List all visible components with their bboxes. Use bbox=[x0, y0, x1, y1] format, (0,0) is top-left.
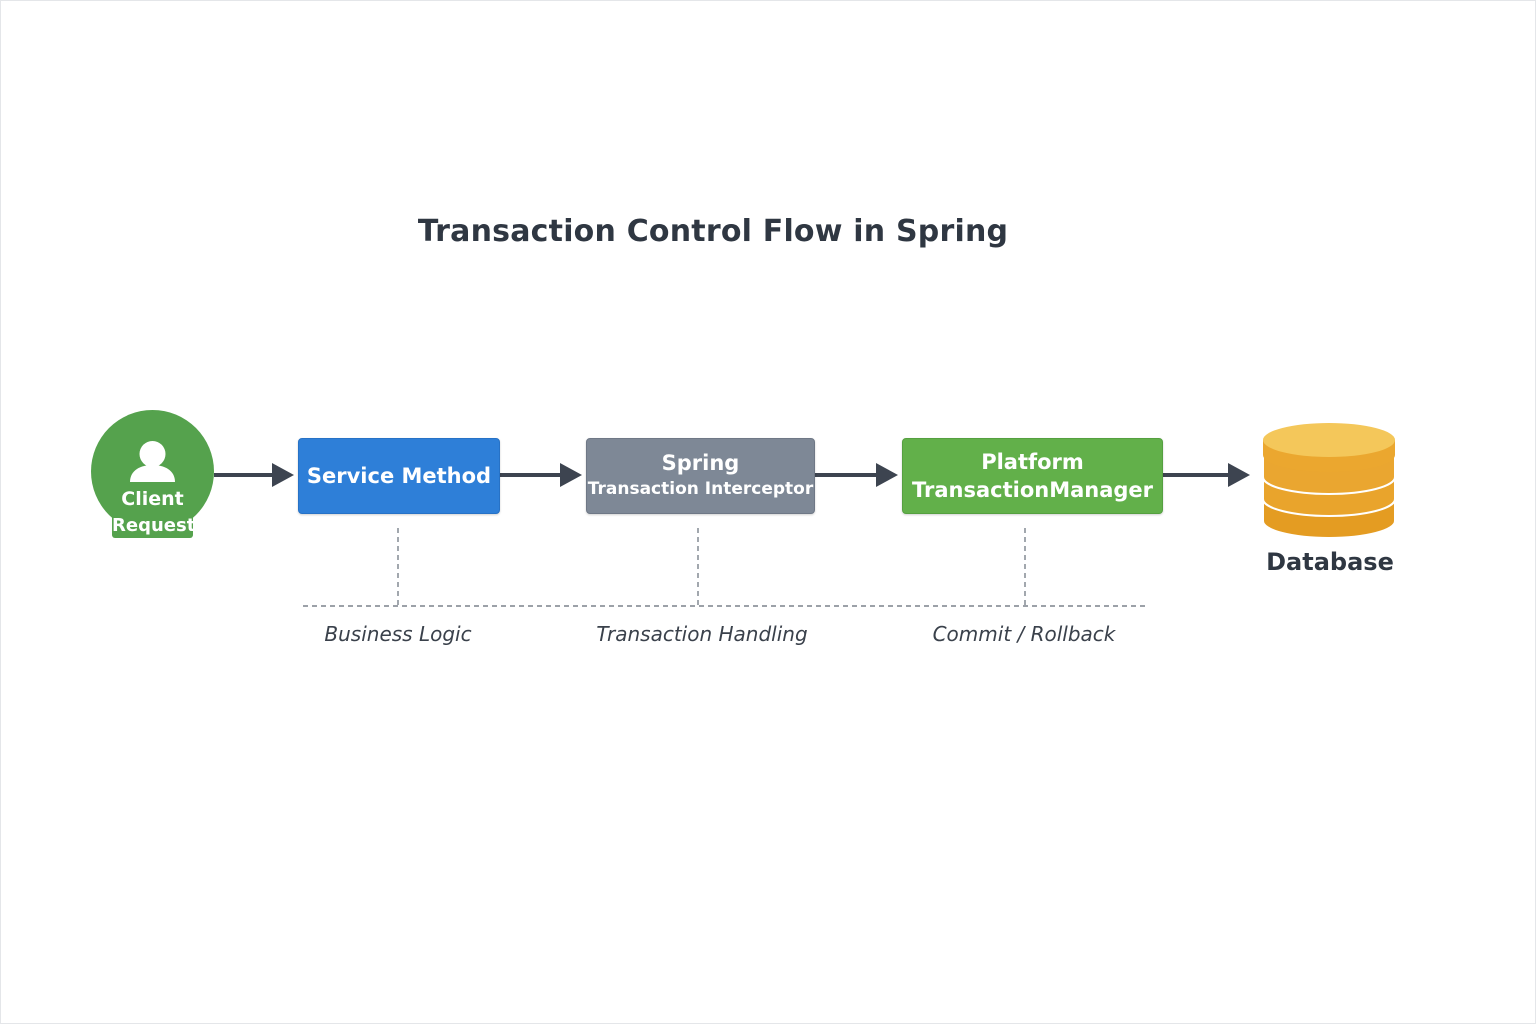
client-request-node bbox=[91, 410, 214, 533]
user-icon bbox=[130, 441, 175, 482]
client-label-line2: Request bbox=[112, 514, 196, 538]
arrow-service-to-interceptor bbox=[500, 463, 582, 487]
transaction-interceptor-node: Spring Transaction Interceptor bbox=[586, 438, 815, 514]
manager-label-line2: TransactionManager bbox=[911, 478, 1154, 502]
interceptor-label-line1: Spring bbox=[661, 451, 740, 475]
client-label-line1: Client bbox=[121, 488, 184, 510]
interceptor-label-line2: Transaction Interceptor bbox=[587, 479, 814, 499]
service-method-label: Service Method bbox=[306, 464, 492, 488]
diagram-title: Transaction Control Flow in Spring bbox=[417, 214, 1009, 249]
manager-label-line1: Platform bbox=[981, 450, 1084, 474]
arrow-manager-to-database bbox=[1163, 463, 1250, 487]
database-label: Database bbox=[1266, 548, 1394, 576]
dashed-guides bbox=[303, 528, 1145, 607]
service-method-node: Service Method bbox=[298, 438, 500, 514]
arrow-client-to-service bbox=[214, 463, 294, 487]
arrow-interceptor-to-manager bbox=[815, 463, 898, 487]
caption-business-logic: Business Logic bbox=[324, 622, 472, 646]
caption-transaction-handling: Transaction Handling bbox=[596, 622, 808, 646]
database-icon bbox=[1262, 423, 1396, 539]
transaction-manager-node: Platform TransactionManager bbox=[902, 438, 1163, 514]
caption-commit-rollback: Commit / Rollback bbox=[932, 622, 1116, 646]
